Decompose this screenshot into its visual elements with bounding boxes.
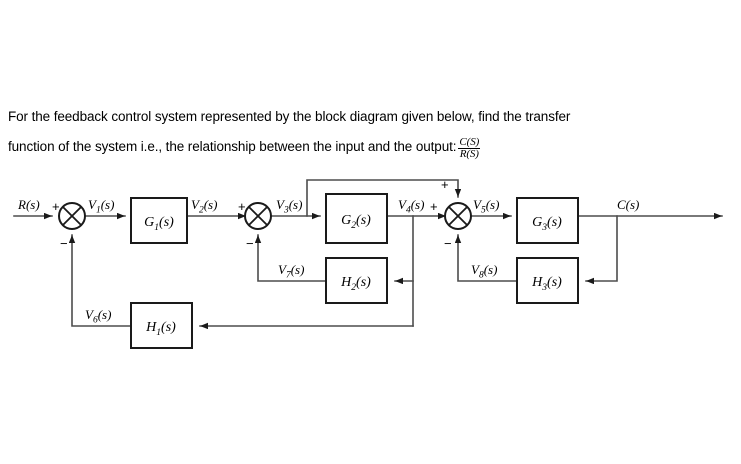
sum3-cross-b [448, 206, 468, 226]
sum1-plus-sign: + [52, 199, 60, 214]
block-h1 [130, 302, 193, 349]
question-line-2: function of the system i.e., the relatio… [8, 132, 648, 162]
sum2-cross-b [248, 206, 268, 226]
question-prompt: For the feedback control system represen… [8, 102, 648, 162]
block-label-h3: H3(s) [531, 275, 562, 293]
block-label-g3: G3(s) [532, 215, 562, 233]
sum2-plus-sign: + [238, 199, 246, 214]
question-line-2-prefix: function of the system i.e., the relatio… [8, 139, 457, 154]
fraction-numerator: C(S) [458, 135, 481, 150]
sum3-plus-left-sign: + [430, 199, 438, 214]
signal-label-v5: V5(s) [473, 197, 499, 216]
signal-label-v2: V2(s) [191, 197, 217, 216]
signal-label-v6: V6(s) [85, 307, 111, 326]
block-label-g1: G1(s) [144, 215, 174, 233]
block-g3 [516, 197, 579, 244]
sum3-minus-sign: − [444, 236, 452, 251]
block-g1 [130, 197, 188, 244]
block-g2 [325, 193, 388, 244]
wire-h2-to-sum2 [254, 234, 327, 282]
signal-label-c: C(s) [617, 197, 639, 212]
signal-label-v4: V4(s) [398, 197, 424, 216]
wire-output-tap-to-h3 [585, 215, 618, 285]
question-line-1: For the feedback control system represen… [8, 109, 571, 124]
sum1-cross-b [62, 206, 82, 226]
block-h2 [325, 257, 388, 304]
signal-label-v8: V8(s) [471, 262, 497, 281]
wire-feedforward-v3-to-sum3 [306, 179, 462, 217]
wire-h3-to-sum3 [454, 234, 518, 282]
signal-label-v1: V1(s) [88, 197, 114, 216]
sum2-minus-sign: − [246, 236, 254, 251]
fraction-denominator: R(S) [459, 148, 479, 161]
block-label-h1: H1(s) [145, 320, 176, 338]
signal-label-v7: V7(s) [278, 262, 304, 281]
sum1-minus-sign: − [60, 236, 68, 251]
block-h3 [516, 257, 579, 304]
signal-label-v3: V3(s) [276, 197, 302, 216]
sum3-plus-top-sign: + [441, 177, 449, 192]
block-label-h2: H2(s) [340, 275, 371, 293]
signal-label-r: R(s) [17, 197, 40, 212]
wire-h1-to-sum1 [68, 234, 132, 327]
transfer-function-fraction: C(S)R(S) [458, 135, 481, 161]
block-label-g2: G2(s) [341, 213, 371, 231]
